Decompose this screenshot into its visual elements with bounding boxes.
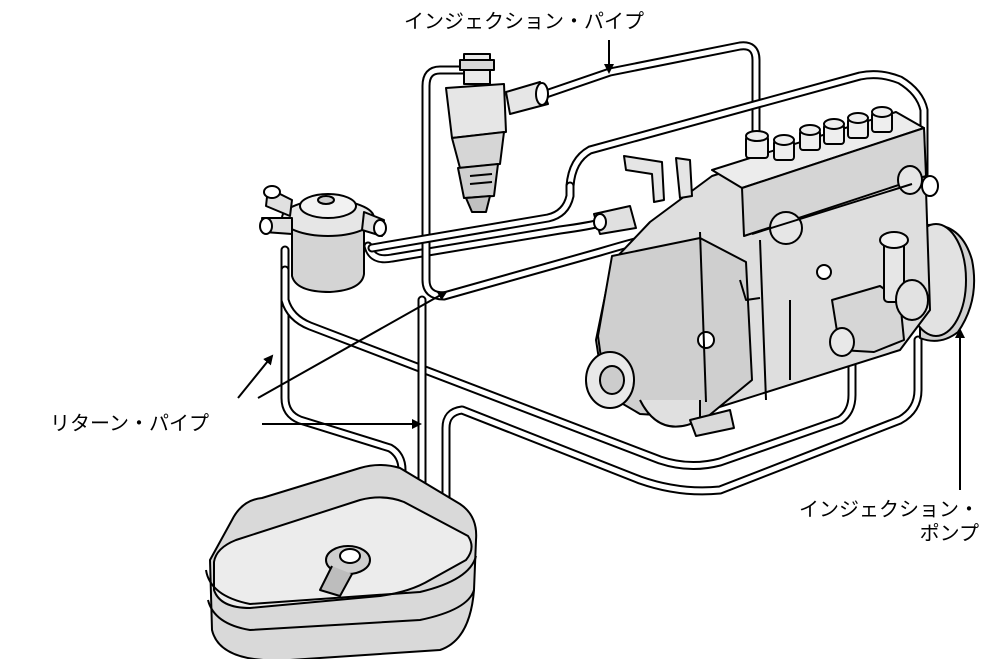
tank-outlet-pipe (441, 335, 923, 551)
callout-arrows (237, 40, 965, 490)
arrow-return-pipe-1 (237, 354, 274, 399)
feed-pipe-filter-to-pump (280, 265, 857, 470)
label-injection-pump-line1: インジェクション・ (799, 497, 979, 521)
injection-pipe-upper (565, 70, 929, 191)
tank-filler-cap (319, 545, 371, 597)
arrow-return-pipe-2 (257, 291, 448, 399)
label-injection-pipe: インジェクション・パイプ (404, 9, 644, 33)
fuel-tank (205, 464, 478, 659)
label-return-pipe: リターン・パイプ (50, 411, 209, 435)
label-injection-pump: インジェクション・ ポンプ (799, 497, 979, 545)
injection-pump (585, 106, 976, 437)
feed-pump (697, 165, 939, 357)
delivery-valves (745, 106, 893, 161)
fuel-filter (259, 185, 387, 293)
label-injection-pump-line2: ポンプ (919, 521, 979, 545)
injection-nozzle (445, 53, 549, 213)
injection-pipe-main (535, 41, 761, 137)
return-pipe-tank-to-filter (280, 245, 407, 517)
pipe-injector-to-filter-side (367, 181, 575, 253)
pipes (280, 41, 929, 551)
